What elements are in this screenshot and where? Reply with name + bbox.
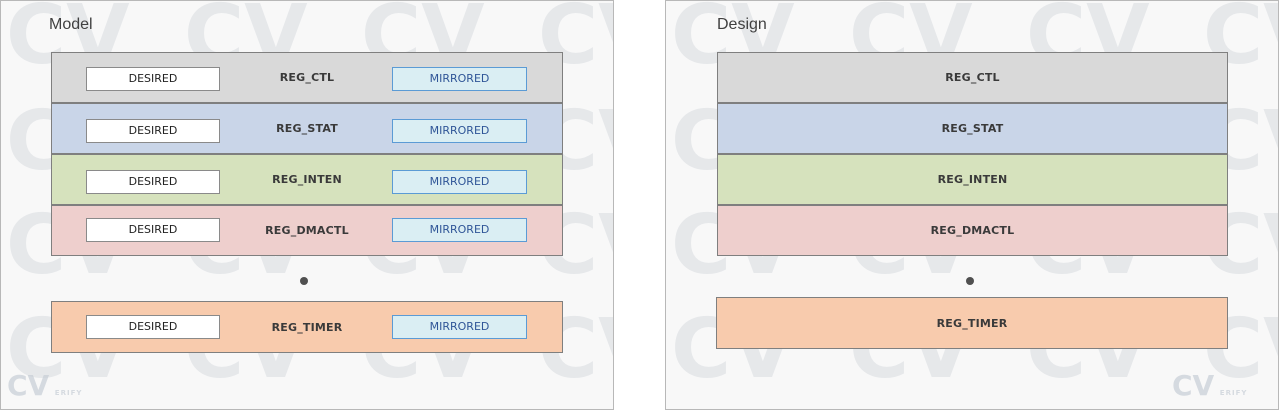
design-reg-stat: REG_STAT <box>717 103 1228 154</box>
model-reg-dmactl: DESIRED REG_DMACTL MIRRORED <box>51 205 563 256</box>
logo-tagline: ERIFY <box>54 389 83 397</box>
register-name: REG_DMACTL <box>930 224 1015 237</box>
register-name: REG_DMACTL <box>265 224 349 237</box>
desired-box: DESIRED <box>86 170 220 194</box>
desired-box: DESIRED <box>86 119 220 143</box>
logo-mark: CV <box>7 369 50 402</box>
mirrored-box: MIRRORED <box>392 315 527 339</box>
logo-tagline: ERIFY <box>1219 389 1248 397</box>
desired-box: DESIRED <box>86 67 220 91</box>
ellipsis-dot <box>300 277 308 285</box>
ellipsis-dot <box>966 277 974 285</box>
mirrored-box: MIRRORED <box>392 119 527 143</box>
model-panel: CV CV CV CV CV CV CV CV CV CV CV CV CV C… <box>0 0 614 410</box>
design-reg-inten: REG_INTEN <box>717 154 1228 205</box>
cverify-logo: CV ERIFY <box>1172 369 1247 402</box>
model-reg-inten: DESIRED REG_INTEN MIRRORED <box>51 154 563 205</box>
design-reg-timer: REG_TIMER <box>716 297 1228 349</box>
logo-mark: CV <box>1172 369 1215 402</box>
cverify-logo: CV ERIFY <box>7 369 82 402</box>
mirrored-box: MIRRORED <box>392 170 527 194</box>
register-name: REG_TIMER <box>936 317 1008 330</box>
desired-box: DESIRED <box>86 218 220 242</box>
register-name: REG_STAT <box>276 122 338 135</box>
model-reg-timer: DESIRED REG_TIMER MIRRORED <box>51 301 563 353</box>
design-panel: CV CV CV CV CV CV CV CV CV CV CV CV CV C… <box>665 0 1279 410</box>
model-title: Model <box>49 16 93 33</box>
register-name: REG_CTL <box>945 71 1000 84</box>
register-name: REG_INTEN <box>937 173 1008 186</box>
register-name: REG_CTL <box>279 71 335 84</box>
register-name: REG_TIMER <box>271 321 343 334</box>
mirrored-box: MIRRORED <box>392 67 527 91</box>
desired-box: DESIRED <box>86 315 220 339</box>
register-name: REG_STAT <box>941 122 1004 135</box>
model-reg-stat: DESIRED REG_STAT MIRRORED <box>51 103 563 154</box>
mirrored-box: MIRRORED <box>392 218 527 242</box>
model-reg-ctl: DESIRED REG_CTL MIRRORED <box>51 52 563 103</box>
design-reg-ctl: REG_CTL <box>717 52 1228 103</box>
design-reg-dmactl: REG_DMACTL <box>717 205 1228 256</box>
register-name: REG_INTEN <box>272 173 342 186</box>
design-title: Design <box>717 16 767 33</box>
